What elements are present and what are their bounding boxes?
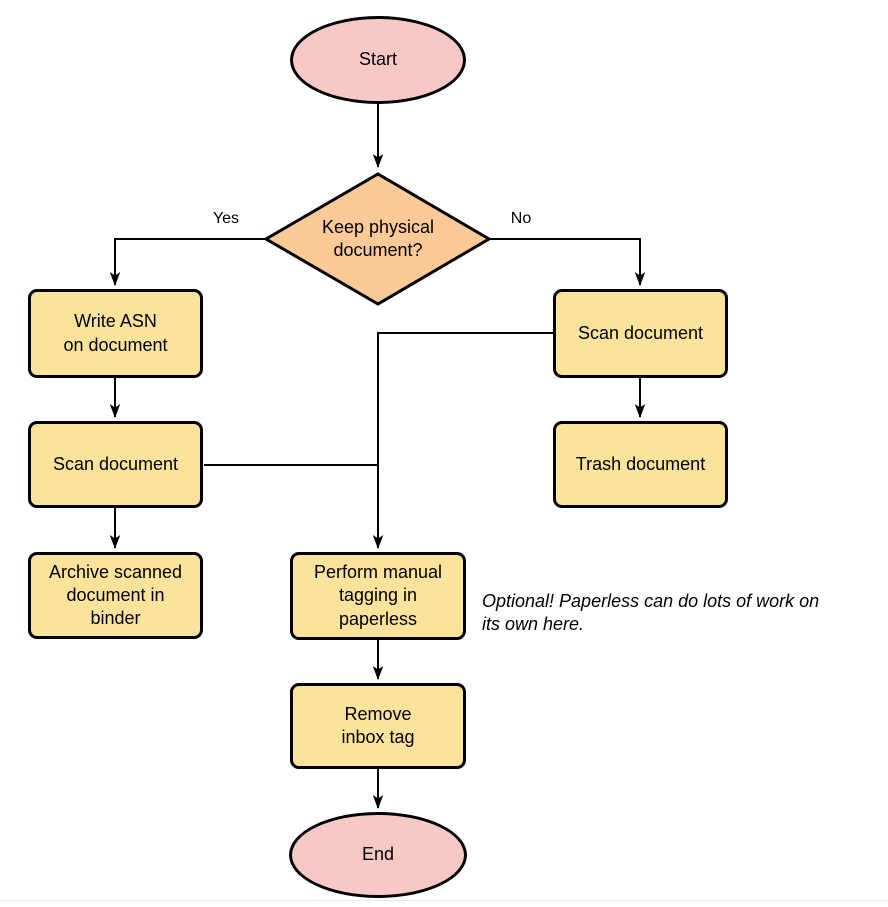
node-manual-tagging: Perform manual tagging in paperless [290, 552, 466, 640]
optional-note: Optional! Paperless can do lots of work … [482, 591, 820, 634]
node-scan-document-right-label: Scan document [577, 322, 704, 343]
edge-label-no: No [510, 210, 532, 227]
node-scan-document-right: Scan document [553, 289, 728, 378]
node-decision: Keep physical document? [265, 173, 491, 305]
node-write-asn: Write ASN on document [28, 289, 203, 378]
node-trash-document: Trash document [553, 421, 728, 508]
node-remove-inbox-tag: Remove inbox tag [290, 683, 466, 769]
node-start-label: Start [358, 49, 397, 70]
node-write-asn-label: Write ASN on document [63, 311, 168, 355]
node-scan-document-left-label: Scan document [52, 453, 179, 474]
node-decision-label: Keep physical document? [321, 216, 435, 260]
node-start: Start [290, 16, 466, 104]
node-end: End [289, 812, 467, 898]
node-end-label: End [361, 844, 395, 865]
connector-decision-no [489, 238, 646, 286]
connector-scanright-to-tagging [372, 332, 553, 549]
node-remove-inbox-tag-label: Remove inbox tag [341, 703, 415, 747]
connector-decision-yes [109, 238, 266, 286]
edge-label-yes: Yes [212, 210, 240, 227]
node-trash-document-label: Trash document [575, 453, 706, 474]
node-scan-document-left: Scan document [28, 421, 203, 508]
node-archive-document: Archive scanned document in binder [28, 552, 203, 639]
page-bottom-divider [0, 900, 888, 901]
node-archive-document-label: Archive scanned document in binder [48, 561, 183, 629]
node-manual-tagging-label: Perform manual tagging in paperless [313, 562, 443, 629]
